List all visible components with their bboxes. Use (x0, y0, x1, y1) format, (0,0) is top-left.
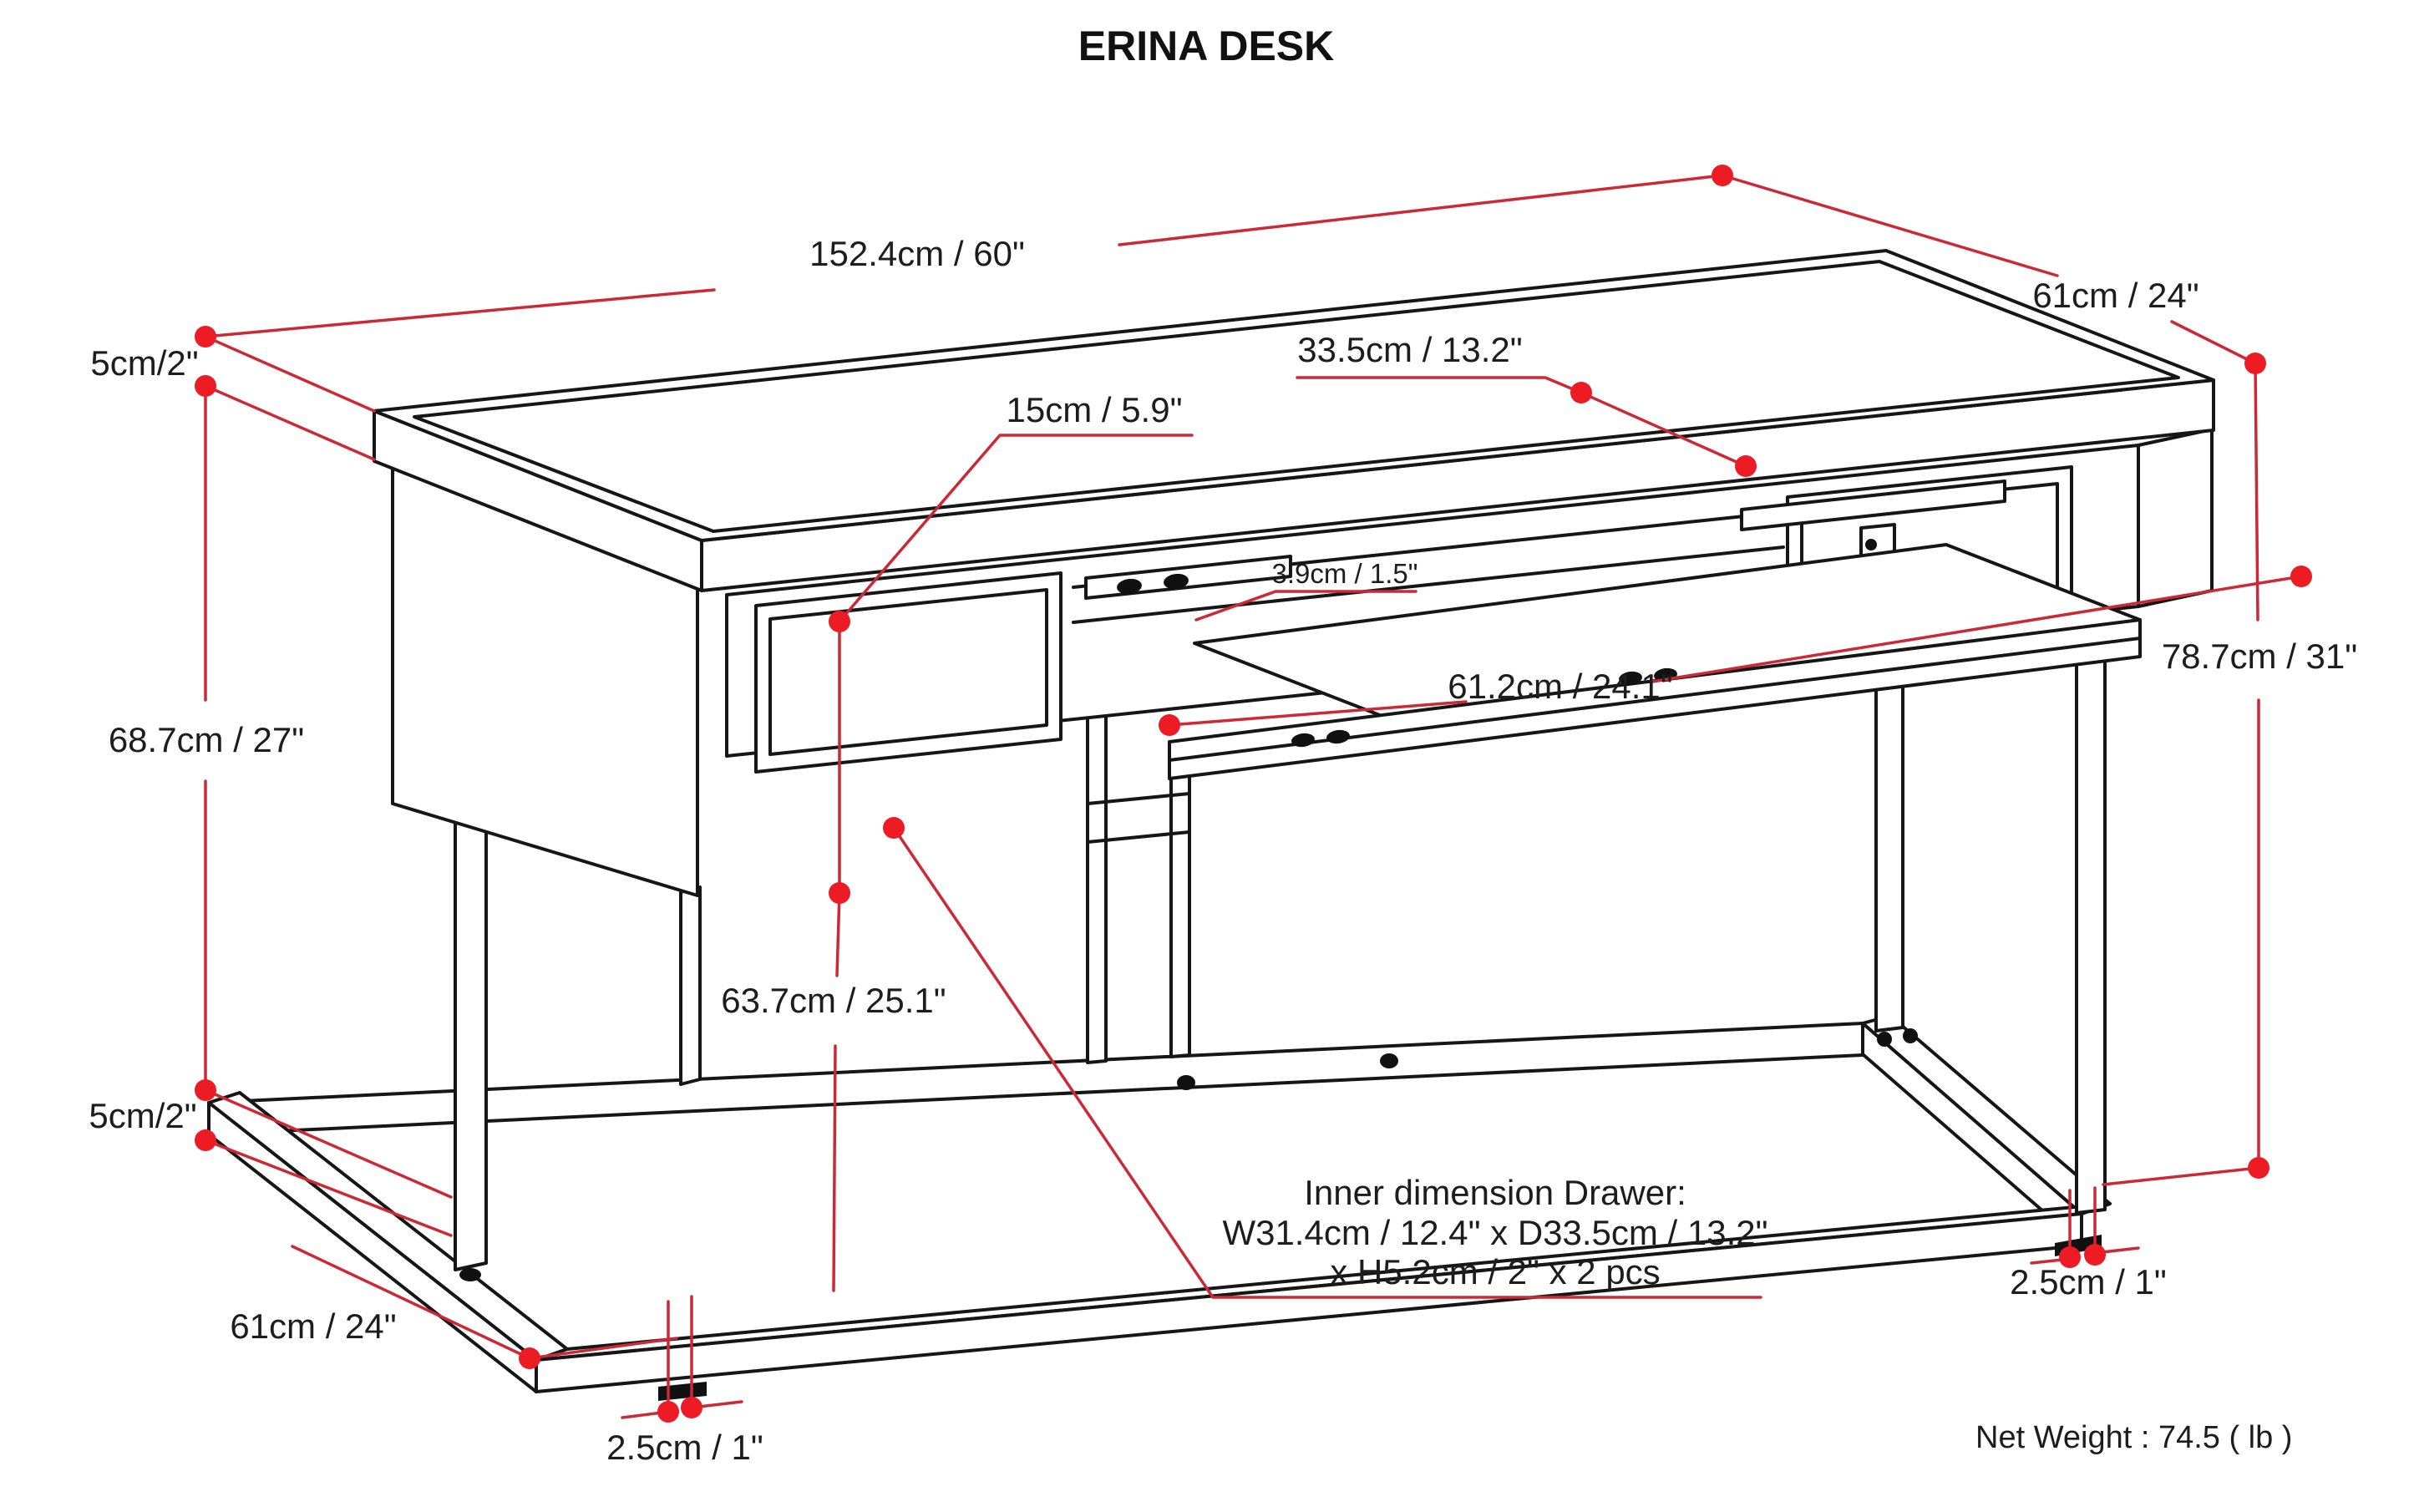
dot-drawer-height-bottom (829, 882, 850, 904)
dim-leader-drawer-height (838, 434, 1194, 623)
right-post-plug-2 (1903, 1028, 1918, 1043)
dot-inner-drawer-note (883, 817, 905, 839)
dim-rail-height-label: 3.9cm / 1.5" (1272, 558, 1418, 589)
dot-foot-right-2 (2084, 1244, 2106, 1266)
net-weight-label: Net Weight : 74.5 ( lb ) (1975, 1420, 2292, 1455)
dim-leader-rail-height (1194, 590, 1417, 622)
dimension-dots (195, 165, 2312, 1423)
dot-drawer-height-top (829, 611, 850, 632)
back-bar-glide-2 (1380, 1053, 1398, 1068)
left-back-post (679, 885, 702, 1086)
dim-tray-clearance-label: 63.7cm / 25.1" (721, 981, 946, 1020)
dim-leaders-top-thickness (204, 335, 376, 461)
dim-leaders-base-thickness (204, 1088, 453, 1237)
dot-base-depth-front (519, 1347, 540, 1369)
dimension-lines (204, 174, 2303, 1419)
dim-drawer-height-label: 15cm / 5.9" (1006, 390, 1182, 429)
dim-top-thickness-label: 5cm/2" (90, 343, 198, 383)
right-post-plug-1 (1877, 1032, 1892, 1047)
top-surface-inset (413, 260, 2180, 533)
left-rail-roller-2 (1164, 573, 1189, 590)
dot-tray-width-right (2290, 566, 2312, 587)
dot-drawer-depth-front (1735, 455, 1757, 477)
dot-foot-right-1 (2059, 1246, 2081, 1268)
dot-tray-width-left (1159, 714, 1180, 736)
dim-tray-width-label: 61.2cm / 24.1" (1448, 667, 1672, 706)
dim-foot-right-label: 2.5cm / 1" (2010, 1262, 2167, 1301)
left-rail-roller-1 (1117, 578, 1142, 595)
back-bar-glide-1 (1177, 1075, 1195, 1090)
center-post-crossbars (1086, 792, 1191, 844)
dot-base-thickness-lower (195, 1129, 216, 1151)
dot-top-width-right (1712, 165, 1733, 186)
dim-base-thickness-label: 5cm/2" (89, 1096, 196, 1135)
bracket-screw-1 (1865, 539, 1877, 551)
dim-lines-foot-left (621, 1295, 743, 1419)
text-labels: ERINA DESK 152.4cm / 60" 61cm / 24" 5cm/… (89, 23, 2357, 1467)
dim-line-overall-height (2102, 362, 2260, 1186)
leader-inner-drawer-note (892, 826, 1762, 1299)
dim-top-depth-label: 61cm / 24" (2032, 276, 2198, 315)
dot-top-thickness-upper (195, 326, 216, 348)
desk-drawing (207, 249, 2215, 1401)
right-runner-top (1861, 1014, 2112, 1215)
dot-top-thickness-lower (195, 375, 216, 397)
tray-roller-3 (1619, 671, 1642, 686)
foot-center (658, 1382, 707, 1401)
dot-foot-left-2 (681, 1397, 702, 1418)
inner-drawer-note-line2: W31.4cm / 12.4" x D33.5cm / 13.2" (1222, 1213, 1767, 1252)
apron-right-cap (2137, 428, 2214, 608)
dim-line-top-width (204, 174, 1724, 338)
dot-base-thickness-upper (195, 1079, 216, 1101)
inner-drawer-note-line1: Inner dimension Drawer: (1304, 1173, 1686, 1212)
inner-drawer-note-line3: x H5.2cm / 2" x 2 pcs (1330, 1252, 1660, 1291)
center-post-back (1169, 765, 1191, 1058)
left-front-post (454, 815, 488, 1271)
tray-roller-2 (1326, 729, 1350, 744)
dim-line-tray-width (1168, 575, 2303, 727)
dot-overall-height-bottom (2248, 1157, 2269, 1179)
left-drawer-inner (768, 588, 1048, 756)
dim-foot-left-label: 2.5cm / 1" (606, 1428, 763, 1467)
dim-line-tray-clearance (832, 891, 841, 1292)
right-slide-rail (1740, 479, 2006, 531)
foot-left-glide (459, 1268, 481, 1281)
dim-base-depth-label: 61cm / 24" (230, 1307, 396, 1346)
dot-foot-left-1 (657, 1401, 679, 1423)
dim-line-drawer-depth (1296, 376, 1747, 468)
top-surface (373, 249, 2215, 542)
dim-drawer-depth-label: 33.5cm / 13.2" (1297, 330, 1522, 369)
dim-line-top-depth (1721, 174, 2257, 365)
dim-top-width-label: 152.4cm / 60" (809, 234, 1025, 273)
page-title: ERINA DESK (1078, 23, 1335, 69)
right-front-post (2075, 659, 2107, 1215)
dot-top-depth-front (2244, 353, 2266, 374)
dim-underside-height-label: 68.7cm / 27" (109, 720, 304, 759)
tray-roller-1 (1291, 733, 1315, 748)
dim-lines-foot-right (2030, 1186, 2140, 1265)
dot-drawer-depth-back (1570, 382, 1592, 403)
dim-overall-height-label: 78.7cm / 31" (2162, 637, 2357, 676)
